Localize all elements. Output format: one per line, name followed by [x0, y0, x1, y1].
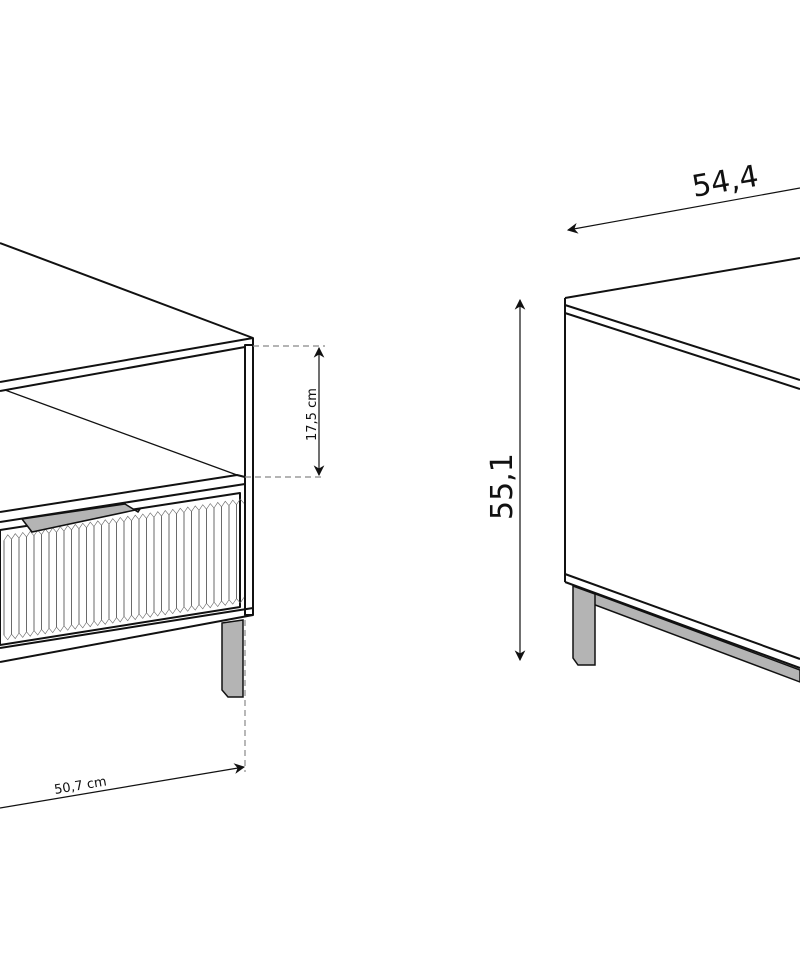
flute-cap	[236, 498, 245, 505]
flute-cap	[198, 603, 207, 610]
flute-cap	[33, 629, 42, 636]
flute-cap	[236, 597, 245, 604]
drawer-handle	[20, 503, 142, 533]
flute-cap	[86, 521, 95, 528]
flute-cap	[71, 523, 80, 531]
leg	[221, 619, 244, 698]
base-lower	[564, 581, 800, 669]
flute-cap	[228, 598, 237, 605]
flute-cap	[101, 519, 110, 526]
flute-cap	[18, 631, 27, 638]
flute-cap	[123, 615, 132, 622]
flute-cap	[206, 503, 215, 510]
flute-cap	[183, 605, 192, 612]
flute-cap	[108, 617, 117, 624]
flute-cap	[131, 514, 140, 521]
flute-cap	[78, 622, 87, 629]
shelf-front-edge	[0, 474, 246, 513]
flute-cap	[123, 515, 132, 523]
flute-cap	[138, 612, 147, 619]
flute-cap	[3, 634, 12, 641]
side-panel	[244, 344, 254, 616]
flute-cap	[168, 508, 177, 516]
flute-cap	[108, 518, 117, 525]
top-slab-front-lower	[0, 346, 246, 392]
flute-cap	[176, 507, 185, 514]
flute-cap	[228, 499, 237, 506]
flute-cap	[176, 606, 185, 613]
flute-cap	[221, 500, 230, 508]
flute-cap	[131, 613, 140, 621]
depth-label: 54,4	[689, 159, 761, 205]
flute-cap	[101, 618, 110, 625]
flute-cap	[41, 628, 50, 635]
flute-cap	[56, 625, 65, 632]
flute-cap	[18, 531, 27, 539]
flute-cap	[78, 522, 87, 529]
flute-cap	[93, 520, 102, 527]
flute-cap	[153, 511, 162, 518]
shelf-height-label: 17,5 cm	[305, 388, 320, 441]
flute-cap	[213, 600, 222, 608]
plinth-bottom	[0, 614, 254, 663]
width-arrow	[0, 763, 246, 809]
flute-cap	[198, 504, 207, 511]
flute-cap	[161, 609, 170, 616]
flute-cap	[11, 632, 20, 640]
flute-cap	[63, 525, 72, 532]
flute-cap	[63, 624, 72, 631]
flute-cap	[191, 505, 200, 512]
flute-cap	[213, 501, 222, 509]
plinth-top	[0, 607, 254, 649]
flute-cap	[191, 604, 200, 611]
flute-cap	[116, 616, 125, 623]
flute-cap	[168, 607, 177, 615]
drawer-flutes	[3, 498, 245, 641]
flute-cap	[116, 516, 125, 524]
base-upper	[564, 573, 800, 660]
shelf-back-edge	[4, 389, 238, 476]
flute-cap	[11, 533, 20, 540]
top-slab-upper	[564, 304, 800, 381]
right-cabinet-view: 54,4 55,1	[485, 159, 800, 683]
flute-cap	[26, 530, 35, 538]
flute-cap	[153, 610, 162, 617]
flute-cap	[206, 601, 215, 609]
flute-cap	[71, 623, 80, 630]
drawer-front	[0, 492, 241, 646]
left-table-view: 17,5 cm 50,7 cm	[0, 242, 325, 809]
flute-cap	[138, 513, 147, 520]
flute-cap	[48, 626, 57, 634]
cabinet-top-edge	[564, 257, 800, 299]
flute-cap	[161, 510, 170, 517]
flute-cap	[86, 620, 95, 628]
height-label: 55,1	[485, 453, 520, 520]
flute-cap	[183, 506, 192, 513]
flute-cap	[221, 599, 230, 606]
flute-cap	[93, 619, 102, 627]
flute-cap	[26, 630, 35, 637]
flute-cap	[56, 526, 65, 533]
top-surface-edge	[0, 242, 254, 345]
depth-arrow	[566, 187, 800, 234]
flute-cap	[146, 512, 155, 519]
cabinet-leg	[572, 584, 596, 666]
flute-cap	[3, 534, 12, 541]
top-slab-lower	[564, 312, 800, 390]
flute-cap	[146, 611, 155, 618]
top-slab-front-upper	[0, 337, 254, 383]
metal-frame-rail	[573, 584, 800, 683]
